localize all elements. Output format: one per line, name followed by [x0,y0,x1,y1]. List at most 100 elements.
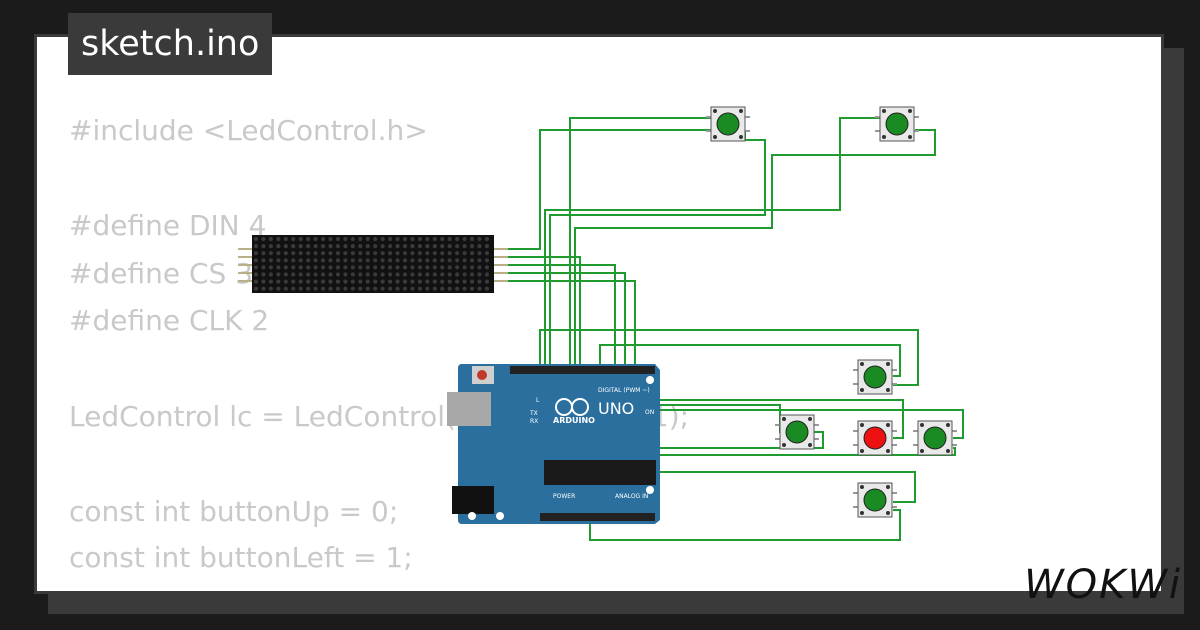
led-dot [484,279,490,284]
led-dot [268,286,273,291]
led-dot [328,251,333,256]
led-dot [261,244,266,249]
tx-label: TX [529,410,538,417]
button-corner [882,135,886,139]
led-dot [477,236,482,242]
led-dot [268,236,273,242]
led-dot [477,265,482,270]
led-dot [484,258,490,263]
led-dot [298,236,303,242]
led-dot [320,258,326,263]
led-dot [380,286,385,291]
led-dot [373,286,378,291]
led-dot [350,244,355,249]
led-dot [373,265,378,270]
led-dot [365,272,370,277]
led-dot [320,251,326,256]
button-cap[interactable] [863,488,887,512]
button-corner [739,109,743,113]
btn-top-right-button[interactable] [875,106,919,142]
led-dot [440,286,445,291]
led-dot [276,279,281,284]
led-dot [313,236,318,242]
led-dot [291,279,296,284]
led-dot [462,279,467,284]
led-dot [343,258,348,263]
led-dot [380,236,385,242]
led-dot [455,265,460,270]
led-dot [417,279,422,284]
arduino-logo-icon [555,398,589,416]
led-dot [283,272,288,277]
led-dot [283,286,288,291]
led-dot [261,272,266,277]
led-dot [358,272,363,277]
button-corner [782,443,786,447]
led-dot [343,279,348,284]
led-dot [440,265,445,270]
led-dot [291,251,296,256]
mount-hole [646,376,654,384]
led-dot [447,265,452,270]
button-cap[interactable] [716,112,740,136]
button-cap[interactable] [863,365,887,389]
led-dot [313,272,318,277]
btn-bottom-button[interactable] [853,482,897,518]
led-dot [440,258,445,263]
led-dot [343,272,348,277]
led-dot [350,279,355,284]
led-dot [455,258,460,263]
led-matrix[interactable] [238,235,508,293]
led-dot [380,251,385,256]
led-dot [462,286,467,291]
led-dot [268,251,273,256]
led-dot [402,272,408,277]
led-dot [410,272,415,277]
btn-mid-left-button[interactable] [775,414,819,450]
btn-mid-right-button[interactable] [913,420,957,456]
led-dot [298,244,303,249]
led-dot [395,265,400,270]
file-tab[interactable]: sketch.ino [68,13,273,75]
led-dot [343,251,348,256]
wire [544,117,880,368]
led-dot [306,251,311,256]
mount-hole [468,512,476,520]
led-dot [432,258,437,263]
led-dot [469,251,475,256]
led-dot [320,265,326,270]
led-dot [388,236,393,242]
led-dot [447,251,452,256]
led-dot [455,244,460,249]
button-cap[interactable] [923,426,947,450]
button-cap[interactable] [785,420,809,444]
led-dot [343,265,348,270]
arduino-uno-board[interactable]: ARDUINO UNO DIGITAL (PWM ~) POWER ANALOG… [447,364,660,524]
project-card[interactable]: #include <LedControl.h>#define DIN 4#def… [34,34,1164,594]
led-dot [440,251,445,256]
button-cap[interactable] [885,112,909,136]
led-matrix-pins-left [238,248,252,282]
code-line: #define CLK 2 [69,304,270,338]
led-dot [388,286,393,291]
led-dot [313,251,318,256]
led-dot [313,244,318,249]
button-corner [886,485,890,489]
wokwi-logo: WOKWi [1024,562,1182,608]
led-dot [395,258,400,263]
led-dot [425,258,430,263]
button-cap[interactable] [863,426,887,450]
btn-mid-center-button[interactable] [853,420,897,456]
led-dot [373,258,378,263]
led-dot [388,244,393,249]
btn-top-left-button[interactable] [706,106,750,142]
led-dot [402,251,408,256]
led-dot [373,244,378,249]
led-dot [313,258,318,263]
led-dot [276,258,281,263]
button-corner [860,388,864,392]
led-dot [320,279,326,284]
led-matrix-dots [253,236,490,291]
btn-right-upper-button[interactable] [853,359,897,395]
wire [508,129,712,250]
